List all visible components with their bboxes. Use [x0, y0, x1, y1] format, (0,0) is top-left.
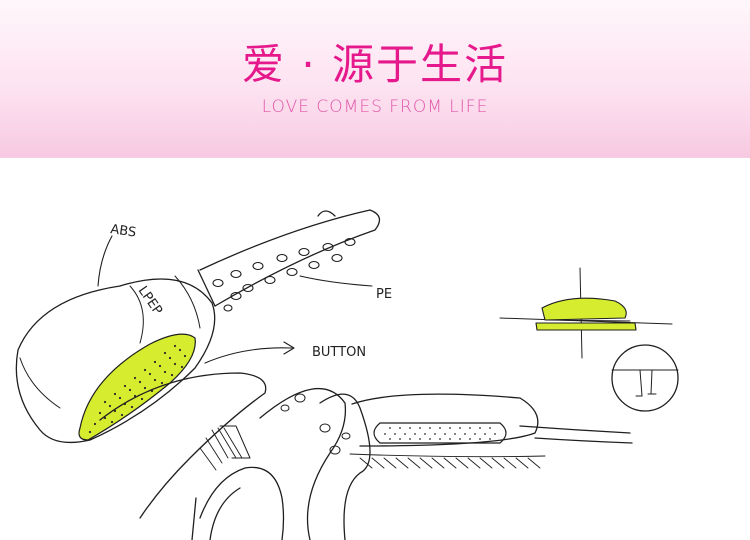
strap-with-slot [260, 389, 632, 540]
label-abs: ABS [109, 222, 137, 240]
product-design-sketch: ABS PE BUTTON LPEP [0, 158, 750, 540]
circle-detail [612, 345, 678, 411]
label-button: BUTTON [312, 345, 366, 360]
pe-leader-line [300, 276, 372, 286]
header-banner: 爱 · 源于生活 LOVE COMES FROM LIFE [0, 0, 750, 158]
banner-title-english: LOVE COMES FROM LIFE [0, 96, 750, 118]
banner-title-chinese: 爱 · 源于生活 [0, 38, 750, 92]
green-pad [79, 334, 195, 440]
strap-outline [198, 210, 379, 306]
label-pe: PE [376, 287, 392, 302]
button-arrow [205, 342, 294, 363]
strap-holes [213, 239, 355, 312]
abs-leader-line [98, 236, 112, 286]
